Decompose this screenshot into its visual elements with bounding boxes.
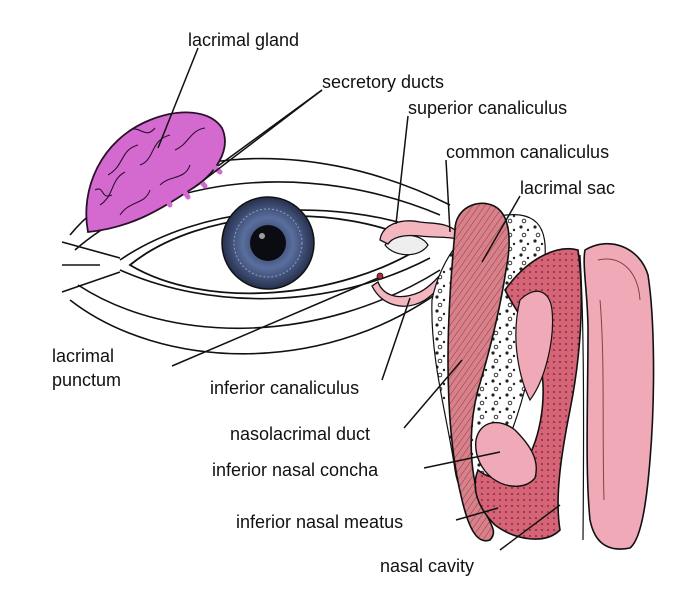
leader-lacrimal-sac bbox=[481, 195, 521, 263]
leader-superior-canaliculus bbox=[395, 115, 409, 225]
septum bbox=[583, 242, 655, 550]
label-inferior-canaliculus: inferior canaliculus bbox=[210, 378, 359, 398]
label-nasolacrimal-duct: nasolacrimal duct bbox=[230, 424, 370, 444]
leader-secretory-ducts-2 bbox=[217, 89, 323, 167]
label-lacrimal-punctum-line2: punctum bbox=[52, 370, 121, 390]
lacrimal-punctum-dot bbox=[376, 272, 384, 280]
lower-lid-outer bbox=[69, 279, 456, 355]
leader-nasal-cavity bbox=[499, 504, 561, 551]
label-common-canaliculus: common canaliculus bbox=[446, 142, 609, 162]
pupil bbox=[250, 225, 286, 261]
leader-lines bbox=[157, 47, 561, 551]
label-inferior-nasal-concha: inferior nasal concha bbox=[212, 460, 379, 480]
lacrimal-gland-shape bbox=[85, 111, 226, 233]
concha-inner bbox=[515, 290, 554, 402]
label-lacrimal-sac: lacrimal sac bbox=[520, 178, 615, 198]
label-secretory-ducts: secretory ducts bbox=[322, 72, 444, 92]
label-lacrimal-punctum-line1: lacrimal bbox=[52, 346, 114, 366]
label-superior-canaliculus: superior canaliculus bbox=[408, 98, 567, 118]
leader-inferior-nasal-concha bbox=[423, 451, 501, 469]
leader-inferior-canaliculus bbox=[381, 297, 411, 381]
nasal-cavity-structures bbox=[474, 242, 655, 550]
leader-inferior-nasal-meatus bbox=[455, 507, 499, 521]
pupil-highlight bbox=[259, 233, 265, 239]
eyeball bbox=[128, 196, 429, 295]
inferior-concha-shape bbox=[475, 421, 537, 487]
leader-common-canaliculus bbox=[445, 159, 451, 233]
secretory-duct-tubes bbox=[162, 162, 223, 208]
lower-lid-inner bbox=[119, 257, 431, 300]
iris-ring bbox=[233, 208, 303, 278]
leader-nasolacrimal-duct bbox=[403, 359, 463, 429]
label-inferior-nasal-meatus: inferior nasal meatus bbox=[236, 512, 403, 532]
label-nasal-cavity: nasal cavity bbox=[380, 556, 474, 576]
leader-lacrimal-punctum bbox=[171, 277, 379, 367]
label-lacrimal-gland: lacrimal gland bbox=[188, 30, 299, 50]
lacrimal-gland bbox=[85, 111, 226, 233]
labels: lacrimal gland secretory ducts superior … bbox=[52, 30, 615, 576]
leader-lacrimal-gland bbox=[157, 47, 199, 149]
